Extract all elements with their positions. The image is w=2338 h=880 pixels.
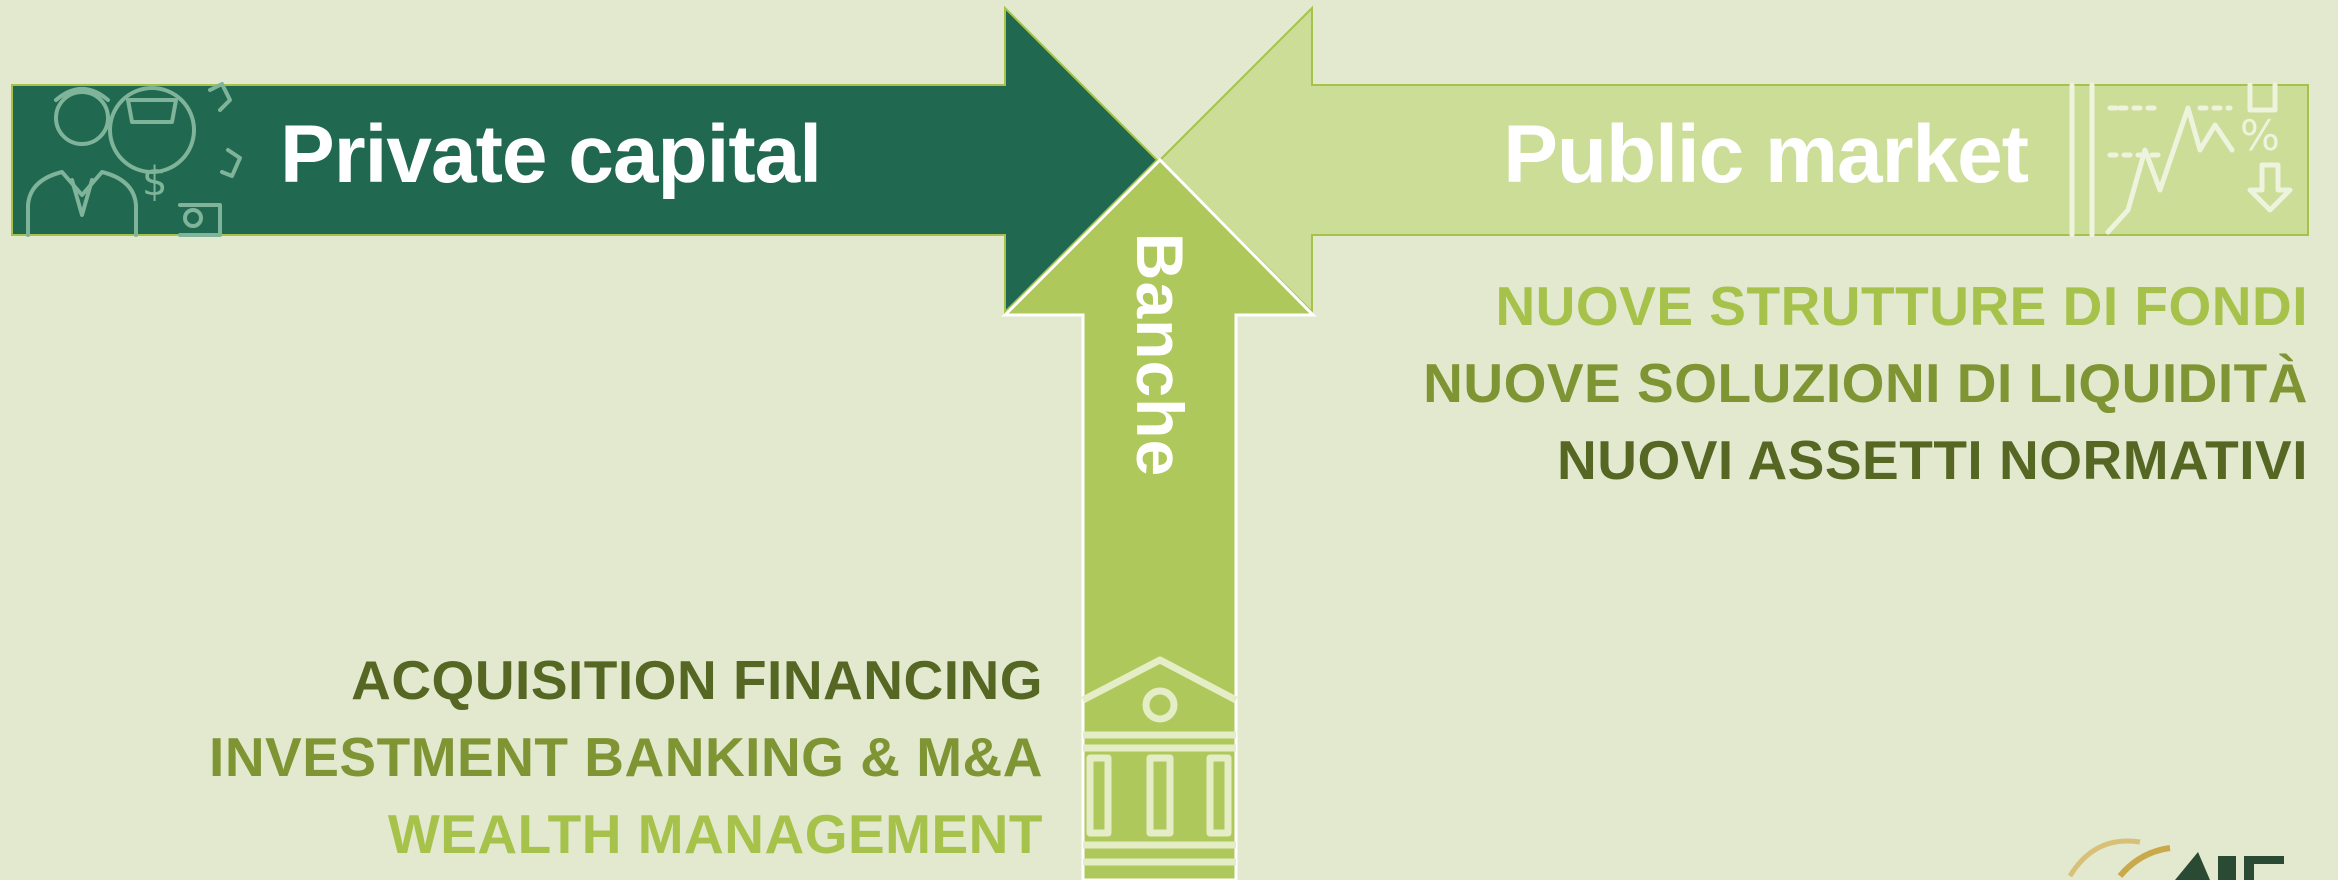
public-market-label: Public market [1503,109,2029,200]
svg-text:$: $ [142,159,167,205]
investor-icon: $ [26,82,242,237]
banche-label: Banche [1123,232,1197,478]
public-market-item: NUOVI ASSETTI NORMATIVI [1557,429,2308,491]
banche-item: ACQUISITION FINANCING [351,649,1043,711]
bank-building-icon [1081,656,1238,866]
banche-item: INVESTMENT BANKING & M&A [209,726,1043,788]
svg-text:%: % [2240,111,2280,160]
logo-partial [2067,838,2284,880]
public-market-item: NUOVE SOLUZIONI DI LIQUIDITÀ [1423,352,2308,414]
public-market-list: NUOVE STRUTTURE DI FONDI NUOVE SOLUZIONI… [1423,268,2308,499]
private-capital-label: Private capital [280,109,822,200]
banche-item: WEALTH MANAGEMENT [387,803,1043,865]
public-market-item: NUOVE STRUTTURE DI FONDI [1495,275,2308,337]
private-capital-arrow [11,5,1159,315]
market-chart-icon: % [2069,82,2293,238]
banche-list: ACQUISITION FINANCING INVESTMENT BANKING… [209,642,1043,873]
